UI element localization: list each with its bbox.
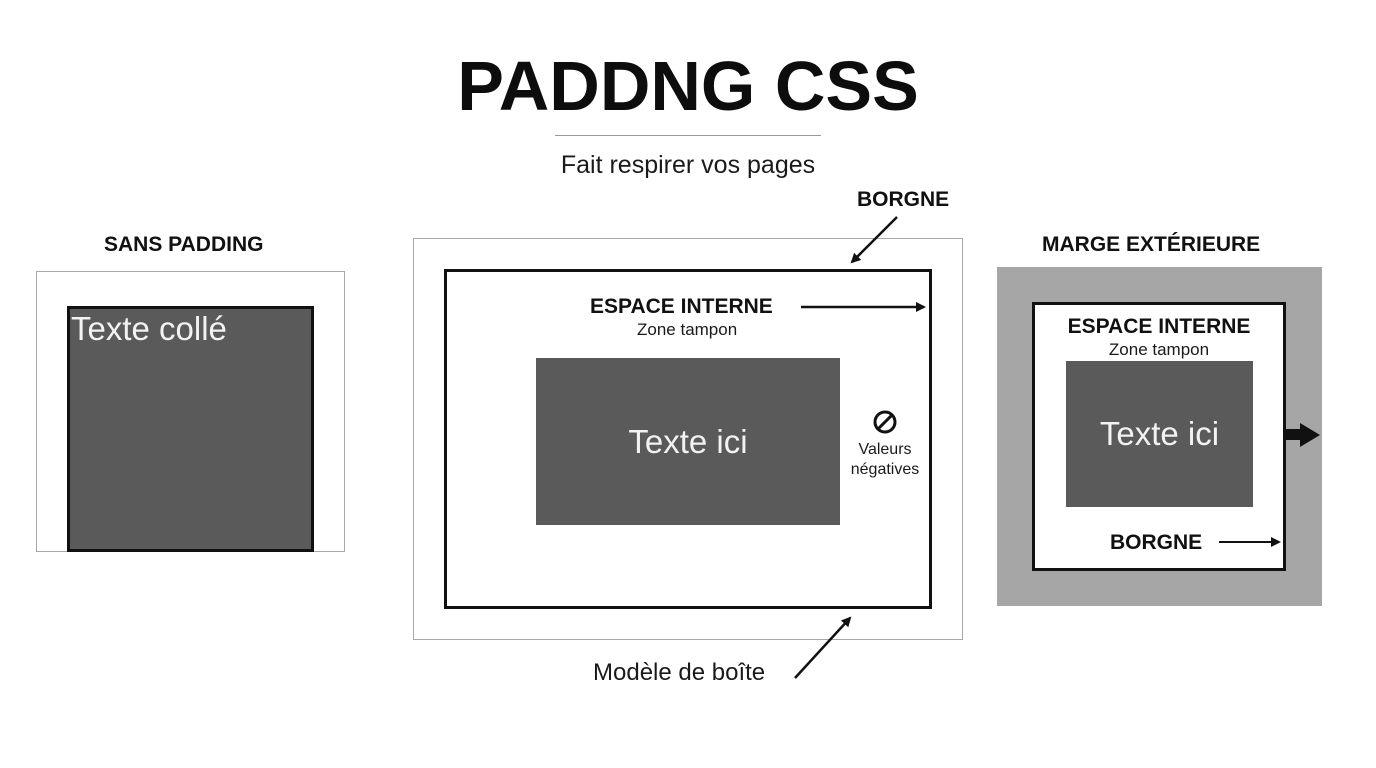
right-border-label: BORGNE: [1110, 531, 1203, 554]
center-content-text: Texte ici: [628, 422, 748, 460]
right-panel-heading: MARGE EXTÉRIEURE: [1042, 233, 1261, 256]
right-content-box: Texte ici: [1066, 361, 1253, 507]
page-title: PADDNG CSS: [457, 47, 919, 125]
page-subtitle: Fait respirer vos pages: [560, 151, 816, 179]
left-content-box: [67, 306, 314, 552]
right-padding-label: ESPACE INTERNE: [1067, 315, 1251, 338]
caption-arrow: [794, 616, 852, 679]
margin-arrow: [1286, 423, 1320, 447]
left-panel-heading: SANS PADDING: [104, 233, 264, 256]
title-divider: [555, 135, 821, 136]
left-content-text: Texte collé: [71, 310, 227, 347]
center-padding-label: ESPACE INTERNE: [590, 295, 773, 318]
right-padding-sublabel: Zone tampon: [1108, 340, 1210, 359]
center-padding-sublabel: Zone tampon: [637, 320, 738, 339]
negative-values-label-line2: négatives: [850, 461, 920, 478]
prohibited-icon: [871, 408, 899, 436]
center-content-box: Texte ici: [536, 358, 840, 525]
right-content-text: Texte ici: [1099, 415, 1220, 452]
center-border-label: BORGNE: [857, 188, 950, 211]
box-model-caption: Modèle de boîte: [593, 659, 766, 686]
border-arrow: [850, 216, 898, 264]
negative-values-label-line1: Valeurs: [858, 441, 912, 458]
